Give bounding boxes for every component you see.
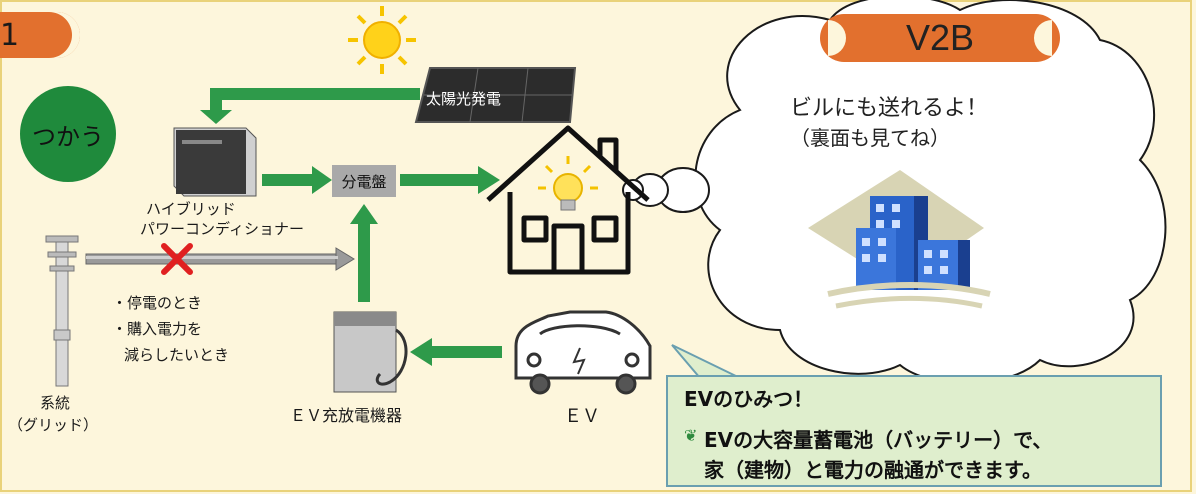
charger-label: ＥＶ充放電機器 bbox=[290, 406, 403, 425]
cross-icon bbox=[161, 243, 193, 275]
switchboard-label: 分電盤 bbox=[341, 172, 387, 191]
switchboard: 分電盤 bbox=[332, 165, 396, 197]
v2b-label: V2B bbox=[905, 17, 975, 58]
bubble-line2: （裏面も見てね） bbox=[790, 126, 950, 150]
inverter-label-line2: パワーコンディショナー bbox=[140, 220, 304, 238]
leaf-icon: ❦ bbox=[684, 426, 698, 445]
bubble-line1: ビルにも送れるよ！ bbox=[790, 96, 989, 121]
charger-icon bbox=[333, 311, 408, 393]
hint-pointer bbox=[671, 344, 741, 379]
note-reduce-line1: ・購入電力を bbox=[112, 320, 203, 338]
grid-label-line1: 系統 bbox=[40, 394, 71, 412]
house-icon bbox=[486, 125, 650, 275]
hint-box bbox=[666, 375, 1162, 487]
grid-label-line2: （グリッド） bbox=[8, 416, 99, 434]
section-tab-left bbox=[0, 12, 80, 58]
v2b-tab bbox=[820, 14, 1060, 62]
flow-arrows bbox=[200, 88, 502, 366]
use-circle-label: つかう bbox=[32, 122, 104, 151]
note-outage: ・停電のとき bbox=[112, 294, 203, 312]
grid-line bbox=[85, 247, 355, 271]
hint-title: EVのひみつ！ bbox=[684, 387, 814, 411]
use-circle: つかう bbox=[20, 86, 116, 182]
utility-pole-icon bbox=[45, 235, 79, 387]
ev-car-icon bbox=[514, 310, 652, 395]
hint-line2: 家（建物）と電力の融通ができます。 bbox=[704, 458, 1042, 482]
ev-label: ＥＶ bbox=[564, 406, 600, 427]
section-tab-label: 1 bbox=[0, 18, 20, 53]
bulb-icon bbox=[538, 156, 598, 211]
solar-panel-label: 太陽光発電 bbox=[426, 90, 502, 108]
building-icon bbox=[808, 170, 991, 309]
sun-icon bbox=[348, 6, 416, 74]
inverter-label-line1: ハイブリッド bbox=[146, 200, 236, 218]
solar-panel-icon bbox=[414, 67, 577, 123]
hint-line1: EVの大容量蓄電池（バッテリー）で、 bbox=[704, 428, 1053, 452]
inverter-icon bbox=[173, 127, 257, 197]
note-reduce-line2: 減らしたいとき bbox=[124, 346, 230, 364]
